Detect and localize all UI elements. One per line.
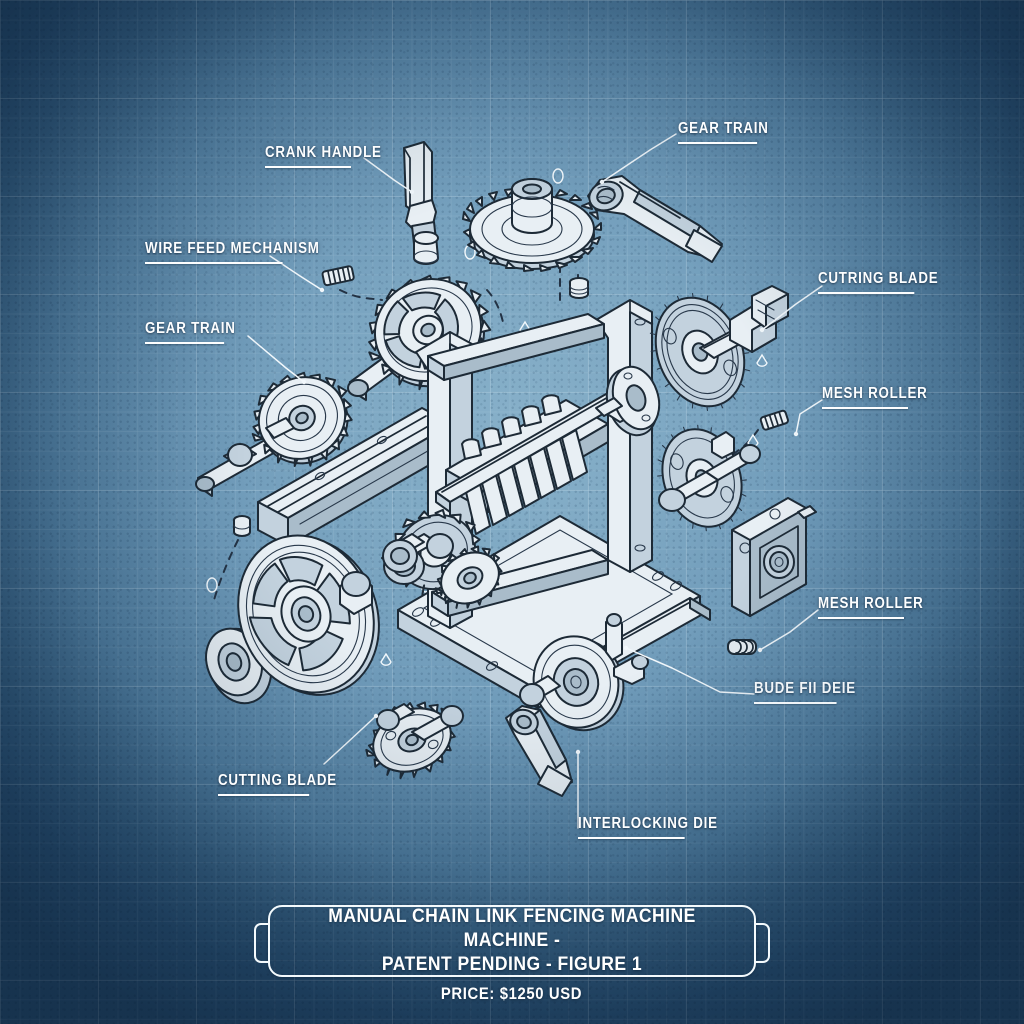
callout-rule	[218, 794, 310, 796]
part-crank-handle	[403, 141, 439, 265]
part-connecting-arm	[587, 175, 723, 263]
title-line-2: PATENT PENDING - FIGURE 1	[381, 952, 643, 975]
callout-mesh-roller-lower[interactable]: MESH ROLLER	[818, 595, 924, 619]
callout-rule	[265, 166, 351, 168]
callout-crank-handle[interactable]: CRANK HANDLE	[265, 144, 382, 168]
callout-blade-feed-die[interactable]: BUDE FII DEIE	[754, 680, 856, 704]
title-block: MANUAL CHAIN LINK FENCING MACHINE MACHIN…	[254, 905, 770, 977]
callout-rule	[754, 702, 837, 704]
callout-mesh-roller-upper[interactable]: MESH ROLLER	[822, 385, 928, 409]
callout-crank-handle-text: CRANK HANDLE	[265, 144, 382, 161]
callout-rule	[818, 292, 915, 294]
callout-gear-train-left-text: GEAR TRAIN	[145, 320, 236, 337]
part-bearing-block	[731, 497, 817, 617]
title-line-1: MANUAL CHAIN LINK FENCING MACHINE MACHIN…	[328, 905, 696, 952]
part-blade-disc-bottom	[365, 701, 464, 780]
callout-wire-feed-mechanism[interactable]: WIRE FEED MECHANISM	[145, 240, 320, 264]
callout-cutting-blade[interactable]: CUTTING BLADE	[218, 772, 337, 796]
callout-rule	[678, 142, 758, 144]
title-block-tab-left	[254, 923, 270, 963]
callout-rule	[818, 617, 904, 619]
title-block-frame	[268, 905, 756, 977]
price-value: PRICE: $1250 USD	[441, 985, 583, 1003]
callout-cutring-blade[interactable]: CUTRING BLADE	[818, 270, 938, 294]
callout-cutting-blade-text: CUTTING BLADE	[218, 772, 337, 789]
callout-blade-feed-die-text: BUDE FII DEIE	[754, 680, 856, 697]
callout-mesh-roller-upper-text: MESH ROLLER	[822, 385, 928, 402]
price-text: PRICE: $1250 USD	[0, 985, 1024, 1004]
callout-interlocking-die-text: INTERLOCKING DIE	[578, 815, 718, 832]
callout-interlocking-die[interactable]: INTERLOCKING DIE	[578, 815, 718, 839]
part-spur-gear-top	[462, 178, 602, 272]
callout-rule	[145, 342, 225, 344]
callout-wire-feed-mechanism-text: WIRE FEED MECHANISM	[145, 240, 320, 257]
callout-gear-train-top[interactable]: GEAR TRAIN	[678, 120, 769, 144]
callout-cutring-blade-text: CUTRING BLADE	[818, 270, 939, 287]
callout-rule	[822, 407, 908, 409]
title-block-text: MANUAL CHAIN LINK FENCING MACHINE MACHIN…	[268, 905, 756, 977]
callout-rule	[578, 837, 685, 839]
callout-rule	[145, 262, 283, 264]
title-block-tab-right	[754, 923, 770, 963]
callout-gear-train-left[interactable]: GEAR TRAIN	[145, 320, 236, 344]
part-flywheel	[205, 534, 380, 705]
callout-mesh-roller-lower-text: MESH ROLLER	[818, 595, 924, 612]
callout-gear-train-top-text: GEAR TRAIN	[678, 120, 769, 137]
